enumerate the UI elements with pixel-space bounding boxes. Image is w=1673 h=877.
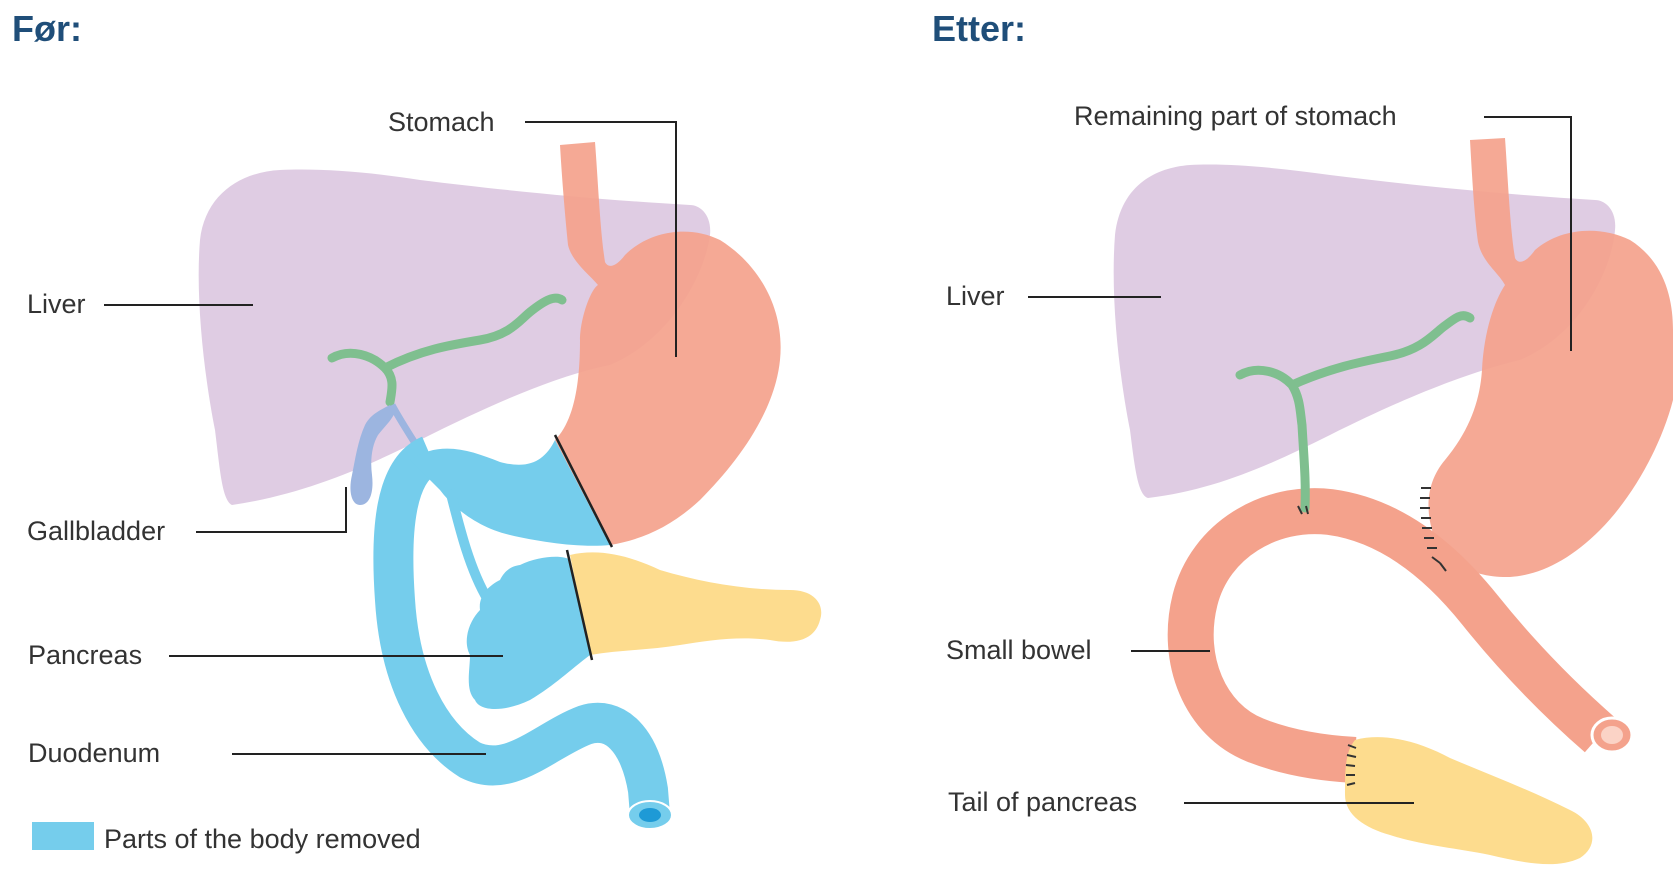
stomach-before (555, 142, 781, 545)
label-remaining-stomach: Remaining part of stomach (1074, 101, 1397, 131)
leader-remaining-stomach (1484, 116, 1572, 351)
bile-duct-after (1235, 311, 1475, 513)
stitches-gastrojejunal (1420, 487, 1447, 572)
duodenal-bulb (410, 440, 610, 546)
label-pancreas: Pancreas (28, 640, 142, 670)
legend-swatch (32, 822, 94, 850)
label-liver: Liver (27, 289, 86, 319)
leader-stomach (525, 121, 677, 357)
small-bowel-lumen (1601, 726, 1623, 744)
after-panel: Remaining part of stomach Liver Small bo… (946, 101, 1673, 865)
small-bowel (1167, 488, 1616, 783)
label-tail-of-pancreas: Tail of pancreas (948, 787, 1137, 817)
pancreas-head (466, 556, 590, 709)
before-title: Før: (12, 8, 82, 49)
label-stomach: Stomach (388, 107, 495, 137)
pancreas-body-tail (570, 552, 822, 655)
label-liver-after: Liver (946, 281, 1005, 311)
before-panel: Stomach Liver Gallbladder Pancreas Duode… (27, 107, 822, 854)
label-gallbladder: Gallbladder (27, 516, 165, 546)
label-small-bowel: Small bowel (946, 635, 1092, 665)
stitches-bile-duct (1297, 505, 1309, 515)
bile-duct-before (327, 293, 567, 407)
pancreatic-duct (445, 488, 493, 603)
cut-line-stomach (553, 434, 614, 548)
leader-gallbladder (196, 487, 347, 533)
stitches-pancreatojejunal (1345, 744, 1357, 786)
gallbladder (350, 405, 395, 505)
cut-line-pancreas (565, 549, 594, 661)
legend-label: Parts of the body removed (104, 824, 421, 854)
after-title: Etter: (932, 8, 1027, 49)
remaining-stomach (1428, 138, 1673, 578)
label-duodenum: Duodenum (28, 738, 160, 768)
duodenum (373, 436, 670, 817)
duodenum-lumen (639, 808, 661, 822)
tail-of-pancreas (1345, 737, 1593, 865)
